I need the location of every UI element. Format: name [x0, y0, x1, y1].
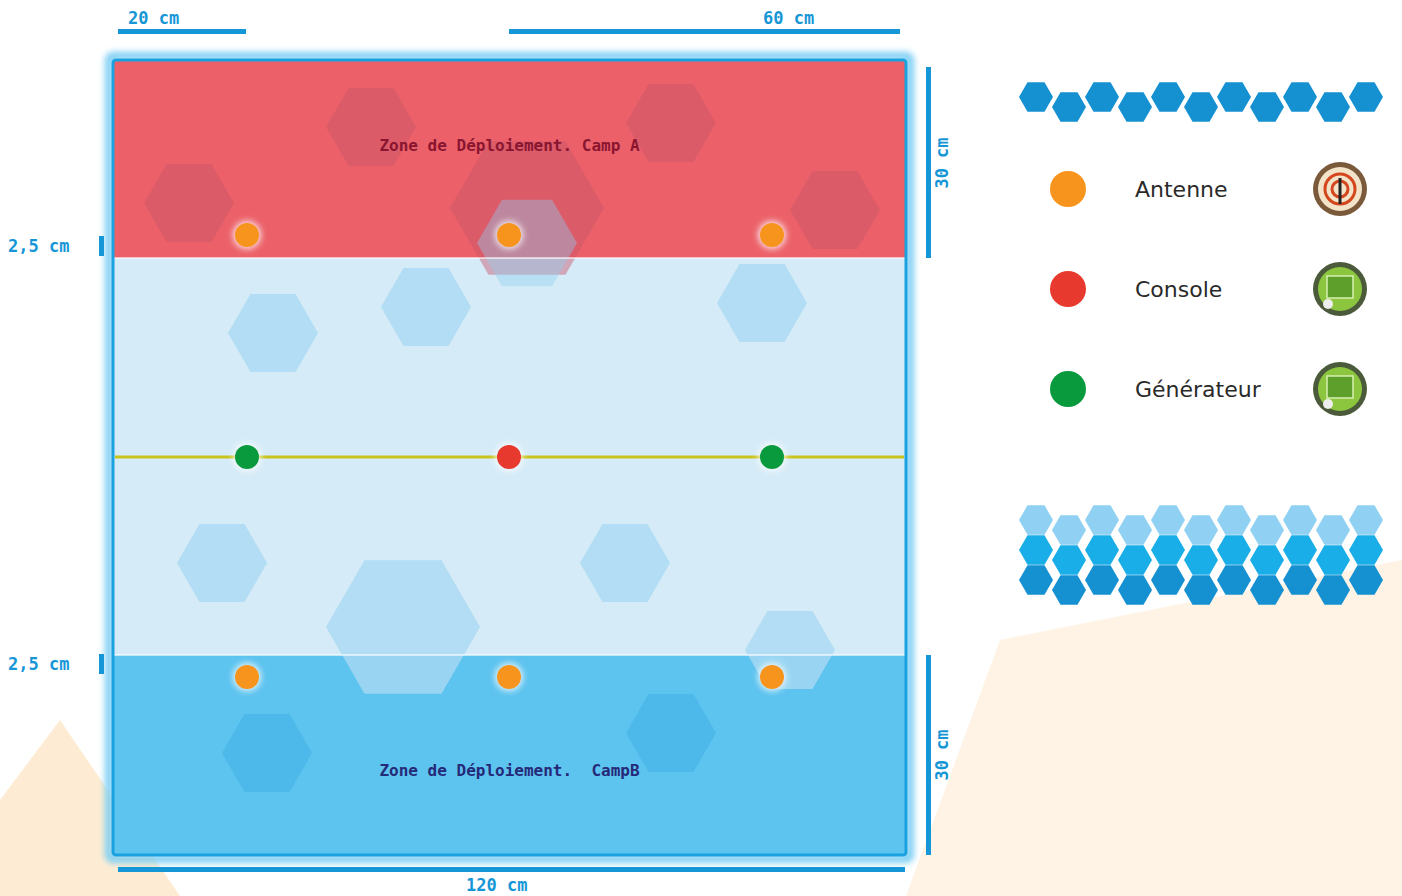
marker-halo — [758, 663, 786, 691]
marker-halo — [233, 221, 261, 249]
hex-decoration — [381, 268, 471, 346]
hex-decoration — [1283, 505, 1317, 534]
hex-decoration — [1184, 515, 1218, 544]
dimension-label: 30 cm — [932, 729, 952, 780]
hex-decoration — [1052, 515, 1086, 544]
deployment-zone-label: Zone de Déploiement. Camp A — [113, 120, 906, 170]
hex-decoration — [1085, 565, 1119, 594]
hex-decoration — [1349, 565, 1383, 594]
hex-decoration — [1316, 575, 1350, 604]
hex-decoration — [1217, 565, 1251, 594]
marker-halo — [495, 663, 523, 691]
hex-decoration — [1250, 575, 1284, 604]
hex-decoration — [326, 560, 480, 693]
hex-decoration — [1151, 565, 1185, 594]
legend-swatch — [1050, 171, 1086, 207]
objective-marker — [497, 665, 521, 689]
hex-decoration — [144, 164, 234, 242]
hex-decoration — [1250, 545, 1284, 574]
objective-marker — [497, 445, 521, 469]
hex-decoration — [1019, 505, 1053, 534]
objective-marker — [235, 665, 259, 689]
hex-decoration — [1052, 575, 1086, 604]
hex-decoration — [1316, 515, 1350, 544]
hex-decoration — [717, 264, 807, 342]
hex-decoration — [1349, 535, 1383, 564]
hex-decoration — [1019, 535, 1053, 564]
hex-decoration — [580, 524, 670, 602]
objective-marker — [235, 445, 259, 469]
zone-title: Zone de Déploiement. Camp A — [379, 136, 639, 155]
hex-decoration — [177, 524, 267, 602]
marker-halo — [758, 443, 786, 471]
objective-marker — [760, 223, 784, 247]
hex-decoration — [1052, 545, 1086, 574]
legend-text: Générateur — [1135, 377, 1261, 402]
hex-decoration — [1118, 575, 1152, 604]
objective-marker — [235, 223, 259, 247]
hex-decoration — [1184, 545, 1218, 574]
hex-decoration — [1316, 545, 1350, 574]
hex-decoration — [1217, 535, 1251, 564]
hex-decoration — [477, 200, 577, 287]
marker-halo — [495, 221, 523, 249]
hex-decoration — [1052, 92, 1086, 121]
hex-decoration — [1184, 92, 1218, 121]
marker-halo — [758, 221, 786, 249]
hex-decoration — [1151, 82, 1185, 111]
objective-marker — [497, 223, 521, 247]
hex-decoration — [1283, 535, 1317, 564]
hex-decoration — [1250, 92, 1284, 121]
hex-decoration — [1184, 575, 1218, 604]
hex-decoration — [1118, 92, 1152, 121]
marker-halo — [233, 663, 261, 691]
hex-decoration — [222, 714, 312, 792]
zone-title: Zone de Déploiement. CampB — [379, 761, 639, 780]
dimension-label: 30 cm — [932, 137, 952, 188]
hex-decoration — [228, 294, 318, 372]
hex-decoration — [1019, 565, 1053, 594]
hex-decoration — [790, 171, 880, 249]
marker-halo — [495, 443, 523, 471]
deployment-zone-label: Zone de Déploiement. CampB — [113, 745, 906, 795]
hex-decoration — [1118, 515, 1152, 544]
legend-text: Console — [1135, 277, 1222, 302]
objective-marker — [760, 445, 784, 469]
hex-decoration — [1283, 565, 1317, 594]
hex-decoration — [1118, 545, 1152, 574]
dimension-label: 20 cm — [128, 8, 179, 28]
objective-marker — [760, 665, 784, 689]
hex-decoration — [1151, 505, 1185, 534]
legend-swatch — [1050, 271, 1086, 307]
hex-decoration — [1349, 505, 1383, 534]
hex-decoration — [1217, 505, 1251, 534]
hex-decoration — [1085, 82, 1119, 111]
hex-decoration — [1085, 505, 1119, 534]
hex-decoration — [1349, 82, 1383, 111]
dimension-label: 60 cm — [763, 8, 814, 28]
marker-halo — [233, 443, 261, 471]
legend-text: Antenne — [1135, 177, 1228, 202]
dimension-label: 2,5 cm — [8, 236, 69, 256]
hex-decoration — [1250, 515, 1284, 544]
hex-decoration — [1316, 92, 1350, 121]
hex-decoration — [1151, 535, 1185, 564]
hex-decoration — [1085, 535, 1119, 564]
hex-decoration — [1019, 82, 1053, 111]
dimension-label: 2,5 cm — [8, 654, 69, 674]
dimension-label: 120 cm — [466, 875, 527, 895]
hex-decoration — [1217, 82, 1251, 111]
legend-swatch — [1050, 371, 1086, 407]
hex-decoration — [626, 694, 716, 772]
hex-decoration — [1283, 82, 1317, 111]
